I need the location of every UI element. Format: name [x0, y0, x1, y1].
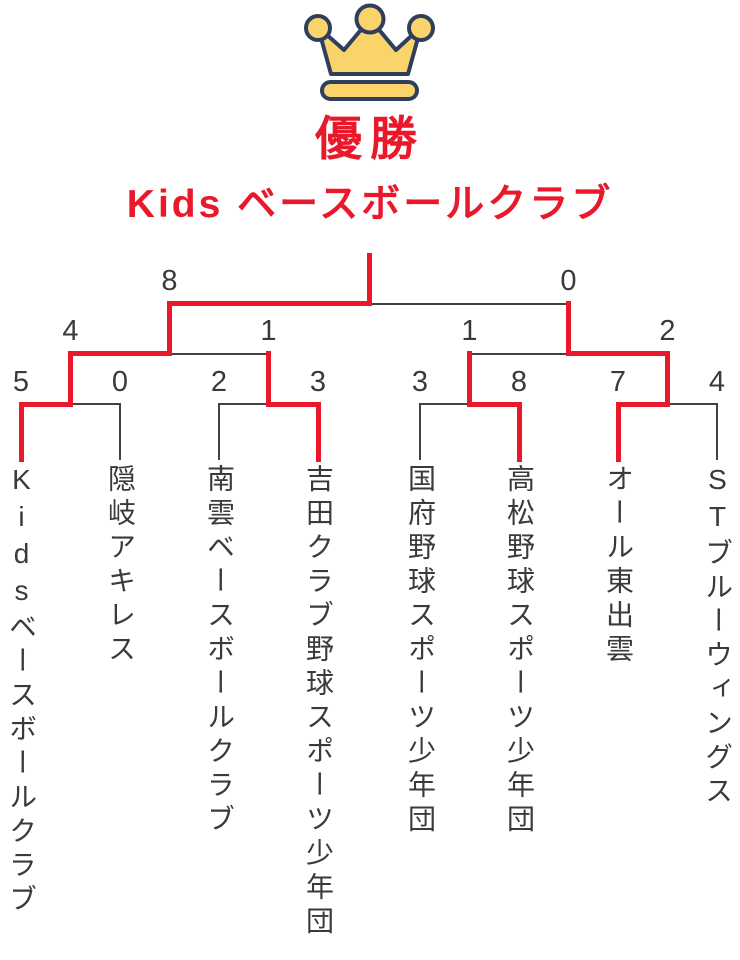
- team-name-6: 高松野球スポーツ少年団: [504, 464, 535, 838]
- sf2-score-right: 2: [659, 315, 676, 347]
- crown-icon: [304, 3, 435, 101]
- sf1-score-right: 1: [260, 315, 277, 347]
- bracket-line-sf1-line-left: [68, 351, 172, 356]
- team-name-1: Kidsベースボールクラブ: [6, 464, 37, 918]
- sf2-score-left: 1: [461, 315, 478, 347]
- team-name-8: STブルーウィングス: [702, 464, 733, 810]
- bracket-line-qf1-riser: [68, 351, 73, 407]
- bracket-line-qf3-riser: [467, 351, 472, 407]
- bracket-line-sf2-line-left: [468, 352, 570, 355]
- bracket-line-team4-stub: [315, 401, 321, 462]
- bracket-line-team3-stub: [218, 403, 220, 460]
- final-score-left: 8: [161, 265, 178, 297]
- bracket-line-sf2-line-right: [566, 351, 670, 356]
- qf-score-team6: 8: [510, 366, 528, 398]
- bracket-line-qf2-line-right: [266, 401, 321, 407]
- qf-score-team2: 0: [111, 366, 129, 398]
- bracket-line-team7-stub: [615, 401, 621, 462]
- bracket-line-qf1-line-left: [18, 401, 73, 407]
- champion-name: Kids ベースボールクラブ: [126, 183, 614, 226]
- bracket-line-sf2-riser: [566, 301, 571, 356]
- champion-title: 優勝: [315, 112, 425, 165]
- bracket-line-team1-stub: [18, 401, 24, 462]
- qf-score-team3: 2: [210, 366, 228, 398]
- bracket-line-qf4-line-left: [615, 401, 670, 407]
- bracket-line-qf4-riser: [665, 351, 670, 407]
- qf-score-team7: 7: [609, 366, 627, 398]
- bracket-line-qf4-line-right: [666, 403, 718, 405]
- team-name-5: 国府野球スポーツ少年団: [405, 464, 436, 838]
- bracket-line-qf3-line-left: [419, 403, 471, 405]
- bracket-line-qf2-line-left: [218, 403, 270, 405]
- team-name-3: 南雲ベースボールクラブ: [204, 464, 235, 838]
- qf-score-team4: 3: [309, 366, 327, 398]
- bracket-line-team5-stub: [419, 403, 421, 460]
- team-name-4: 吉田クラブ野球スポーツ少年団: [303, 464, 334, 940]
- bracket-line-team8-stub: [716, 403, 718, 460]
- bracket-line-final-line-left: [167, 301, 372, 306]
- final-score-right: 0: [560, 265, 577, 297]
- bracket-line-qf2-riser: [266, 351, 271, 407]
- qf-score-team5: 3: [411, 366, 429, 398]
- team-name-7: オール東出雲: [603, 464, 634, 668]
- bracket-line-final-line-right: [368, 302, 570, 305]
- bracket-line-qf3-line-right: [467, 401, 522, 407]
- sf1-score-left: 4: [62, 315, 79, 347]
- bracket-line-team2-stub: [119, 403, 121, 460]
- bracket-line-sf1-riser: [167, 301, 172, 356]
- bracket-line-qf1-line-right: [69, 403, 121, 405]
- team-name-2: 隠岐アキレス: [105, 464, 136, 668]
- qf-score-team1: 5: [12, 366, 30, 398]
- bracket-line-champion-riser: [366, 252, 372, 306]
- bracket-line-sf1-line-right: [168, 352, 270, 355]
- bracket-line-team6-stub: [516, 401, 522, 462]
- qf-score-team8: 4: [708, 366, 726, 398]
